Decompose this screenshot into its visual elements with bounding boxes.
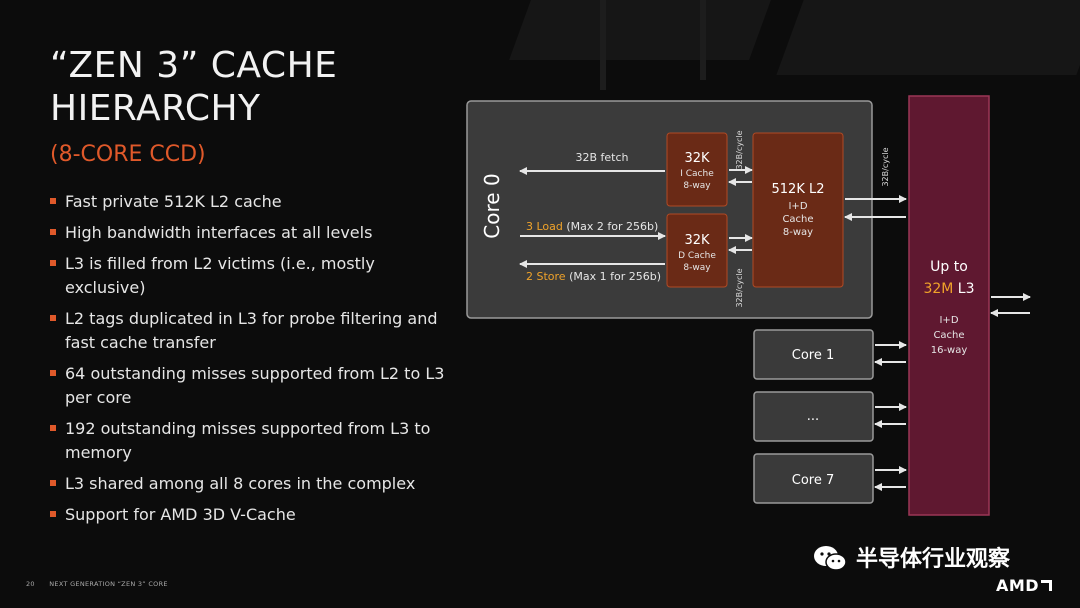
l2-type: I+D	[788, 201, 807, 212]
dcache-assoc: 8-way	[683, 263, 711, 273]
bullet-item: L3 is filled from L2 victims (i.e., most…	[50, 252, 450, 300]
fetch-label: 32B fetch	[575, 151, 628, 164]
icache-name: I Cache	[680, 169, 714, 179]
load-label: 3 Load (Max 2 for 256b)	[526, 220, 658, 233]
core-7-box	[753, 453, 874, 504]
bullet-square-icon	[50, 229, 56, 235]
footer-text: NEXT GENERATION “ZEN 3” CORE	[49, 580, 168, 588]
dcache-box	[666, 213, 728, 288]
icache-assoc: 8-way	[683, 181, 711, 191]
l2-cache-word: Cache	[782, 214, 813, 225]
watermark-text: 半导体行业观察	[856, 547, 1011, 572]
bullet-list: Fast private 512K L2 cache High bandwidt…	[50, 190, 450, 534]
bullet-item: Fast private 512K L2 cache	[50, 190, 450, 214]
slide-subtitle: (8-CORE CCD)	[50, 142, 206, 167]
amd-arrow-icon	[1041, 580, 1053, 591]
title-line-1: “ZEN 3” CACHE	[50, 45, 338, 86]
title-line-2: HIERARCHY	[50, 88, 261, 129]
bullet-item: High bandwidth interfaces at all levels	[50, 221, 450, 245]
bullet-square-icon	[50, 370, 56, 376]
bullet-item: 192 outstanding misses supported from L3…	[50, 417, 450, 465]
amd-logo-text: AMD	[996, 576, 1040, 595]
bullet-text: Support for AMD 3D V-Cache	[65, 505, 296, 524]
bullet-square-icon	[50, 260, 56, 266]
slide-title: “ZEN 3” CACHE HIERARCHY	[50, 44, 337, 130]
bullet-text: L2 tags duplicated in L3 for probe filte…	[65, 309, 438, 352]
bullet-item: L2 tags duplicated in L3 for probe filte…	[50, 307, 450, 355]
l2-size: 512K L2	[772, 182, 825, 197]
l3-size-value: 32M	[923, 281, 953, 297]
bw-top-label: 32B/cycle	[735, 130, 744, 169]
bullet-item: 64 outstanding misses supported from L2 …	[50, 362, 450, 410]
load-highlight: 3 Load	[526, 220, 563, 233]
bullet-square-icon	[50, 198, 56, 204]
slide-footer: 20 NEXT GENERATION “ZEN 3” CORE	[26, 580, 168, 588]
bullet-text: L3 shared among all 8 cores in the compl…	[65, 474, 416, 493]
l3-cache-word: Cache	[933, 330, 964, 341]
bullet-text: Fast private 512K L2 cache	[65, 192, 282, 211]
l3-size: 32M L3	[923, 281, 974, 297]
l3-size-suffix: L3	[953, 281, 974, 297]
bw-bottom-label: 32B/cycle	[735, 268, 744, 307]
bw-l3-label: 32B/cycle	[881, 147, 890, 186]
wechat-icon	[814, 546, 847, 571]
icache-box	[666, 132, 728, 207]
bullet-square-icon	[50, 511, 56, 517]
store-highlight: 2 Store	[526, 270, 566, 283]
store-label: 2 Store (Max 1 for 256b)	[526, 270, 661, 283]
icache-size: 32K	[684, 151, 710, 166]
core-1-label: Core 1	[792, 348, 835, 363]
l3-type: I+D	[939, 315, 958, 326]
store-rest: (Max 1 for 256b)	[566, 270, 661, 283]
core-ellipsis-box	[753, 391, 874, 442]
l3-assoc: 16-way	[931, 345, 968, 356]
bullet-item: Support for AMD 3D V-Cache	[50, 503, 450, 527]
bullet-text: 192 outstanding misses supported from L3…	[65, 419, 431, 462]
bullet-text: 64 outstanding misses supported from L2 …	[65, 364, 445, 407]
bullet-square-icon	[50, 480, 56, 486]
dcache-size: 32K	[684, 233, 710, 248]
bullet-square-icon	[50, 315, 56, 321]
core-0-label: Core 0	[480, 173, 504, 238]
bullet-square-icon	[50, 425, 56, 431]
l3-upto: Up to	[930, 259, 968, 275]
core-ellipsis-label: ...	[807, 409, 819, 424]
core-1-box	[753, 329, 874, 380]
page-number: 20	[26, 580, 35, 588]
core-7-label: Core 7	[792, 473, 835, 488]
bullet-item: L3 shared among all 8 cores in the compl…	[50, 472, 450, 496]
bullet-text: L3 is filled from L2 victims (i.e., most…	[65, 254, 375, 297]
l2-assoc: 8-way	[783, 227, 813, 238]
l2-cache-box	[752, 132, 844, 288]
bullet-text: High bandwidth interfaces at all levels	[65, 223, 373, 242]
dcache-name: D Cache	[678, 251, 716, 261]
amd-logo: AMD	[996, 576, 1053, 595]
load-rest: (Max 2 for 256b)	[563, 220, 658, 233]
l3-cache-box	[908, 95, 990, 516]
